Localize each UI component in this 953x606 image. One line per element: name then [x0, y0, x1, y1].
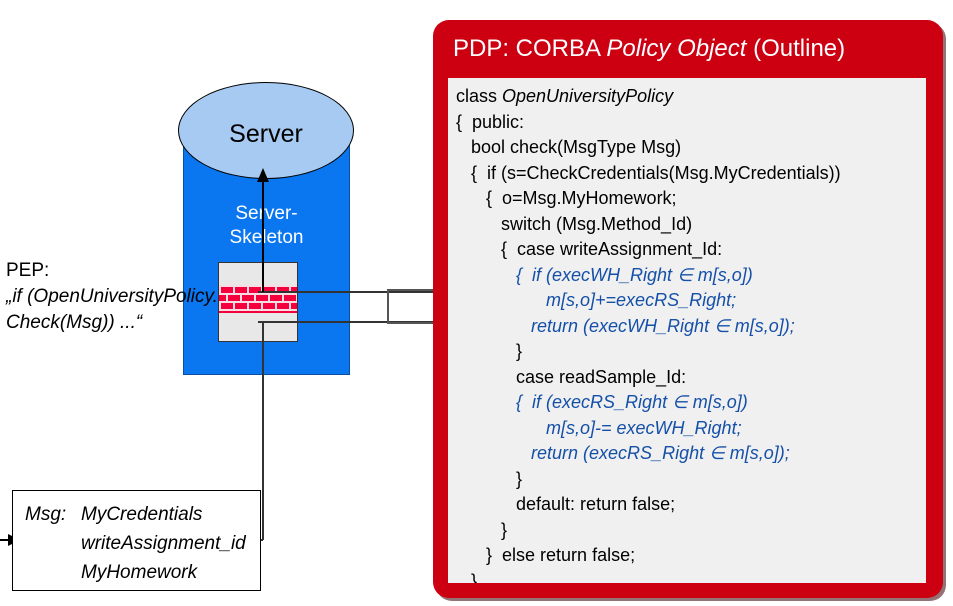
server-ellipse: Server: [178, 82, 354, 179]
server-skeleton-label-line2: Skeleton: [229, 227, 304, 248]
code-line: case readSample_Id:: [456, 366, 687, 387]
message-row-2: MyHomework: [81, 562, 198, 583]
code-line: return (execWH_Right ∈ m[s,o]);: [456, 315, 795, 336]
code-line: m[s,o]-= execWH_Right;: [456, 417, 742, 438]
brick-band: [219, 285, 297, 313]
pep-quote-line2: Check(Msg)) ...“: [6, 312, 143, 333]
code-line: { if (execWH_Right ∈ m[s,o]): [456, 264, 753, 285]
code-line: { public:: [456, 111, 525, 132]
pep-quote-line1: „if (OpenUniversityPolicy.: [6, 286, 218, 307]
code-line: m[s,o]+=execRS_Right;: [456, 290, 737, 310]
pdp-code-block: class OpenUniversityPolicy{ public: bool…: [448, 78, 926, 583]
code-line: default: return false;: [456, 494, 676, 514]
code-line: }: [456, 341, 523, 361]
pdp-title: PDP: CORBA Policy Object (Outline): [453, 34, 845, 64]
pdp-panel: PDP: CORBA Policy Object (Outline) class…: [433, 20, 943, 598]
code-line: class OpenUniversityPolicy: [456, 84, 926, 110]
firewall-brick-icon: [218, 262, 298, 342]
message-value-0: MyCredentials: [81, 504, 203, 525]
code-keyword: class: [456, 86, 503, 106]
code-line: { case writeAssignment_Id:: [456, 239, 723, 259]
code-line: return (execRS_Right ∈ m[s,o]);: [456, 443, 790, 463]
code-line: }: [456, 519, 508, 540]
server-label: Server: [229, 120, 303, 148]
code-line: }: [456, 570, 478, 584]
code-line: { o=Msg.MyHomework;: [456, 188, 677, 208]
message-row-0: Msg: MyCredentials: [25, 500, 260, 529]
server-skeleton-label: Server- Skeleton: [183, 202, 350, 250]
message-box: Msg: MyCredentials writeAssignment_id MyH…: [12, 490, 261, 591]
message-row-1: writeAssignment_id: [81, 533, 246, 554]
code-line: } else return false;: [456, 545, 636, 565]
code-line: { if (execRS_Right ∈ m[s,o]): [456, 392, 748, 412]
pep-label: PEP: „if (OpenUniversityPolicy. Check(Ms…: [6, 258, 246, 336]
code-line: }: [456, 468, 523, 489]
code-line: switch (Msg.Method_Id): [456, 213, 693, 234]
pdp-title-plain-1: PDP: CORBA: [453, 35, 607, 62]
pdp-title-plain-2: (Outline): [746, 35, 846, 62]
code-line: bool check(MsgType Msg): [456, 137, 682, 157]
code-line: { if (s=CheckCredentials(Msg.MyCredentia…: [456, 162, 841, 183]
pep-title: PEP:: [6, 260, 50, 281]
server-skeleton-label-line1: Server-: [235, 203, 298, 224]
message-key: Msg:: [25, 504, 67, 525]
code-class-name: OpenUniversityPolicy: [502, 86, 674, 106]
pdp-title-italic: Policy Object: [606, 35, 747, 62]
